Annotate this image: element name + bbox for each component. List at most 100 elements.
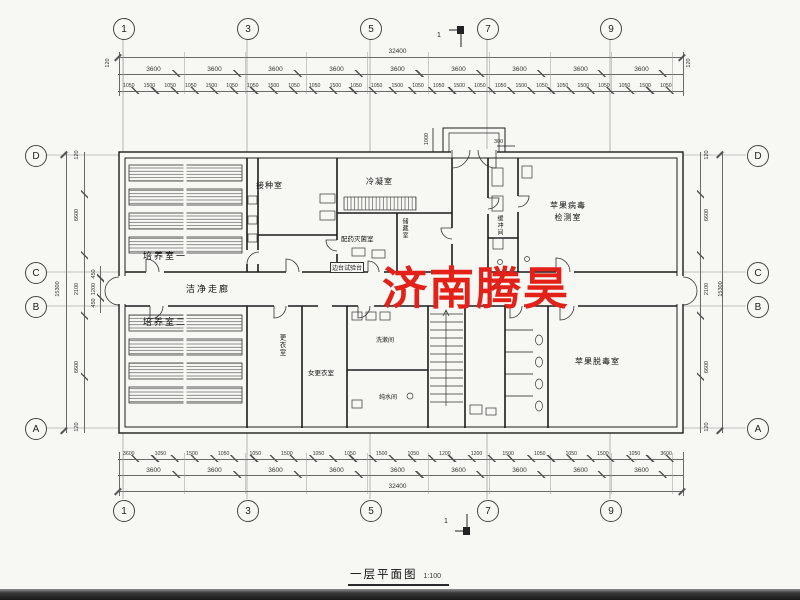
- drawing-title: 一层平面图 1:100: [348, 566, 450, 586]
- dim-ticks: [120, 455, 676, 462]
- dim-label: 1050: [533, 451, 546, 457]
- dim-label: 3600: [512, 66, 527, 73]
- dim-label: 1500: [577, 83, 589, 89]
- dim-ticks: [120, 70, 676, 77]
- dim-label: 1050: [308, 83, 321, 89]
- dim-left-total: 15300: [55, 281, 61, 297]
- dim-label: 1050: [628, 451, 641, 457]
- dim-label: 1500: [205, 83, 218, 89]
- dim-label: 1500: [143, 83, 156, 89]
- dim-label: 1050: [184, 83, 197, 89]
- dim-label: 1500: [391, 83, 404, 89]
- axis-top-1: 1: [113, 18, 135, 40]
- dim-label: 3600: [634, 66, 649, 73]
- axis-left-a: A: [25, 418, 47, 440]
- dim-label: 1050: [494, 83, 507, 89]
- dim-extension: [683, 52, 684, 96]
- dim-right: 120: [704, 150, 710, 160]
- dim-label: 1050: [536, 83, 548, 89]
- door-openings: [116, 149, 686, 311]
- dim-label: 1050: [226, 83, 238, 89]
- dim-label: 3600: [123, 451, 135, 457]
- axis-bottom-5: 5: [360, 500, 382, 522]
- dim-right-total: 15300: [718, 281, 724, 297]
- room-label-changing: 更衣室: [278, 334, 285, 357]
- axis-left-b: B: [25, 296, 47, 318]
- room-label-corridor: 洁净走廊: [186, 284, 231, 294]
- dim-left: 120: [74, 422, 80, 432]
- stairs: [430, 309, 463, 406]
- dim-label: 1500: [453, 83, 466, 89]
- dim-label: 1500: [597, 451, 609, 457]
- dim-entrance-depth: 300: [494, 139, 504, 145]
- dim-label: 1200: [439, 451, 451, 457]
- watermark-text: 济南腾昊: [382, 263, 571, 314]
- dim-label: 3600: [268, 467, 283, 474]
- dim-label: 3600: [573, 66, 588, 73]
- dim-entrance-width: 1000: [424, 132, 430, 146]
- dim-label: 3600: [451, 66, 466, 73]
- axis-right-b: B: [747, 296, 769, 318]
- dim-label: 1500: [639, 83, 651, 89]
- dim-label: 1050: [660, 83, 672, 89]
- dim-right: 6600: [704, 360, 710, 374]
- dim-left: 6600: [74, 208, 80, 222]
- dim-label: 1500: [281, 451, 293, 457]
- dim-small-bottom: 3600 1050 1500 1050 1050 1500 1050 1050 1500 1050…: [123, 451, 672, 457]
- dim-label: 3600: [329, 467, 344, 474]
- drawing-scale: 1:100: [423, 573, 442, 580]
- dim-label: 3600: [207, 467, 222, 474]
- dim-label: 3600: [146, 66, 161, 73]
- dim-ticks: [81, 152, 88, 433]
- dim-label: 3600: [390, 66, 405, 73]
- dim-right: 120: [704, 422, 710, 432]
- dim-label: 1500: [186, 451, 198, 457]
- dim-left-sub: 450: [91, 298, 97, 308]
- dim-label: 1050: [344, 451, 356, 457]
- dim-label: 3600: [268, 66, 283, 73]
- dim-ticks: [120, 87, 676, 94]
- room-label-culture1: 培养室一: [143, 251, 188, 261]
- dim-label: 1050: [288, 83, 300, 89]
- axis-right-d: D: [747, 145, 769, 167]
- dim-label: 1500: [329, 83, 342, 89]
- axis-top-5: 5: [360, 18, 382, 40]
- room-label-women-changing: 女更衣室: [308, 370, 334, 377]
- dim-label: 1050: [312, 451, 325, 457]
- dim-total-bottom: 32400: [388, 483, 407, 490]
- room-label-pure-water: 纯水间: [379, 395, 398, 401]
- dim-extension: [683, 452, 684, 496]
- dim-label: 1050: [412, 83, 424, 89]
- dim-line: [66, 152, 67, 433]
- axis-bottom-9: 9: [600, 500, 622, 522]
- dim-label: 1200: [470, 451, 483, 457]
- drawing-title-text: 一层平面图: [350, 569, 418, 581]
- dim-label: 3600: [207, 66, 222, 73]
- photo-edge-bar: [0, 589, 800, 600]
- dim-label: 1050: [164, 83, 176, 89]
- dim-edge-left: 120: [105, 58, 111, 68]
- dim-label: 1050: [217, 451, 230, 457]
- room-label-condensing: 冷凝室: [366, 177, 393, 186]
- dim-label: 1050: [154, 451, 167, 457]
- dim-extension: [119, 452, 120, 496]
- dim-label: 1500: [375, 451, 388, 457]
- room-label-virus-test: 苹果病毒检测室: [550, 201, 586, 222]
- dim-label: 3600: [146, 467, 161, 474]
- dim-extension: [119, 52, 120, 96]
- axis-bottom-3: 3: [237, 500, 259, 522]
- dim-edge-right: 120: [686, 58, 692, 68]
- dim-total-top: 32400: [388, 48, 407, 55]
- section-cut-markers: [449, 26, 470, 535]
- dim-label: 1050: [565, 451, 578, 457]
- dim-label: 1500: [515, 83, 528, 89]
- dim-label: 3600: [634, 467, 649, 474]
- section-marker-top-label: 1: [437, 32, 441, 39]
- room-label-buffer: 缓冲间: [496, 215, 502, 236]
- dim-label: 3600: [573, 467, 588, 474]
- dim-ticks: [120, 471, 676, 478]
- dim-label: 1050: [350, 83, 362, 89]
- room-label-detox: 苹果脱毒室: [575, 357, 620, 366]
